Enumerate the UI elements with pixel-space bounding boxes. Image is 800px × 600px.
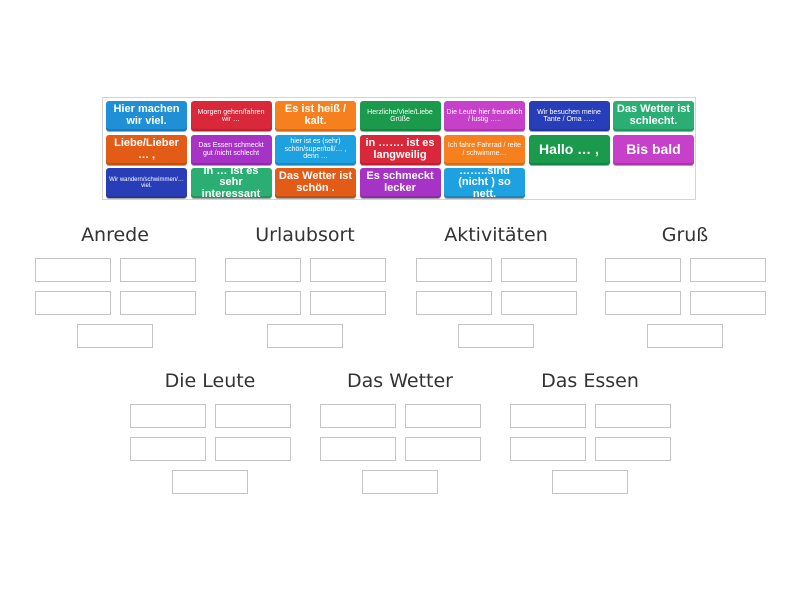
drop-slot[interactable] (416, 258, 492, 282)
drop-slot[interactable] (362, 470, 438, 494)
answer-tile[interactable]: Hier machen wir viel. (106, 101, 187, 131)
group-title: Das Wetter (347, 370, 453, 392)
drop-slot[interactable] (510, 437, 586, 461)
drop-slot[interactable] (77, 324, 153, 348)
answer-tile[interactable]: Wir besuchen meine Tante / Oma ….. (528, 101, 610, 131)
answer-tile[interactable]: ……..sind (nicht ) so nett. (444, 168, 525, 198)
answer-tile[interactable]: Es ist heiß / kalt. (275, 101, 356, 131)
drop-slot[interactable] (225, 258, 301, 282)
drop-slot[interactable] (416, 291, 492, 315)
answer-tile[interactable]: Das Wetter ist schlecht. (613, 101, 694, 131)
answer-tile[interactable]: Das Essen schmeckt gut /nicht schlecht (190, 134, 272, 165)
drop-slot[interactable] (130, 437, 206, 461)
drop-slot[interactable] (501, 258, 577, 282)
answer-tile[interactable]: Morgen gehen/fahren wir … (190, 101, 272, 131)
drop-slot[interactable] (225, 291, 301, 315)
answer-tile[interactable]: Die Leute hier freundlich / lustig ….. (444, 101, 525, 131)
drop-slot[interactable] (320, 437, 396, 461)
drop-slot[interactable] (35, 258, 111, 282)
drop-slot[interactable] (647, 324, 723, 348)
drop-slot[interactable] (215, 437, 291, 461)
answer-tile[interactable]: Das Wetter ist schön . (275, 168, 356, 198)
answer-tile[interactable]: Hallo … , (528, 134, 610, 165)
drop-slot[interactable] (215, 404, 291, 428)
drop-slot[interactable] (510, 404, 586, 428)
answer-tile[interactable]: in … ist es sehr interessant (190, 168, 272, 198)
group-title: Gruß (661, 224, 709, 246)
answer-tile[interactable]: Wir wandern/schwimmen/… viel. (106, 168, 187, 198)
drop-slot[interactable] (458, 324, 534, 348)
drop-slot[interactable] (35, 291, 111, 315)
answer-tile[interactable]: hier ist es (sehr) schön/super/toll/… , … (275, 134, 356, 165)
drop-slot[interactable] (130, 404, 206, 428)
group-title: Aktivitäten (444, 224, 548, 246)
answer-tile[interactable]: Es schmeckt lecker (359, 168, 441, 198)
drop-slot[interactable] (501, 291, 577, 315)
group-title: Anrede (81, 224, 149, 246)
drop-slot[interactable] (405, 404, 481, 428)
drop-slot[interactable] (690, 291, 766, 315)
drop-slot[interactable] (310, 291, 386, 315)
drop-slot[interactable] (595, 404, 671, 428)
group-title: Die Leute (164, 370, 256, 392)
drop-slot[interactable] (267, 324, 343, 348)
drop-slot[interactable] (320, 404, 396, 428)
answer-tile[interactable]: Ich fahre Fahrrad / reite / schwimme… (444, 134, 525, 165)
drop-slot[interactable] (690, 258, 766, 282)
drop-slot[interactable] (405, 437, 481, 461)
drop-slot[interactable] (172, 470, 248, 494)
drop-slot[interactable] (310, 258, 386, 282)
answer-tile[interactable]: Herzliche/Viele/Liebe Grüße (359, 101, 441, 131)
answer-tile[interactable]: Bis bald (613, 134, 694, 165)
drop-slot[interactable] (595, 437, 671, 461)
answer-tile[interactable]: in ……. ist es langweilig (359, 134, 441, 165)
group-title: Das Essen (541, 370, 639, 392)
drop-slot[interactable] (120, 258, 196, 282)
drop-slot[interactable] (120, 291, 196, 315)
tile-pool: Hier machen wir viel.Morgen gehen/fahren… (102, 97, 696, 200)
group-title: Urlaubsort (255, 224, 355, 246)
drop-slot[interactable] (605, 258, 681, 282)
answer-tile[interactable]: Liebe/Lieber … , (106, 134, 187, 165)
drop-slot[interactable] (552, 470, 628, 494)
drop-slot[interactable] (605, 291, 681, 315)
